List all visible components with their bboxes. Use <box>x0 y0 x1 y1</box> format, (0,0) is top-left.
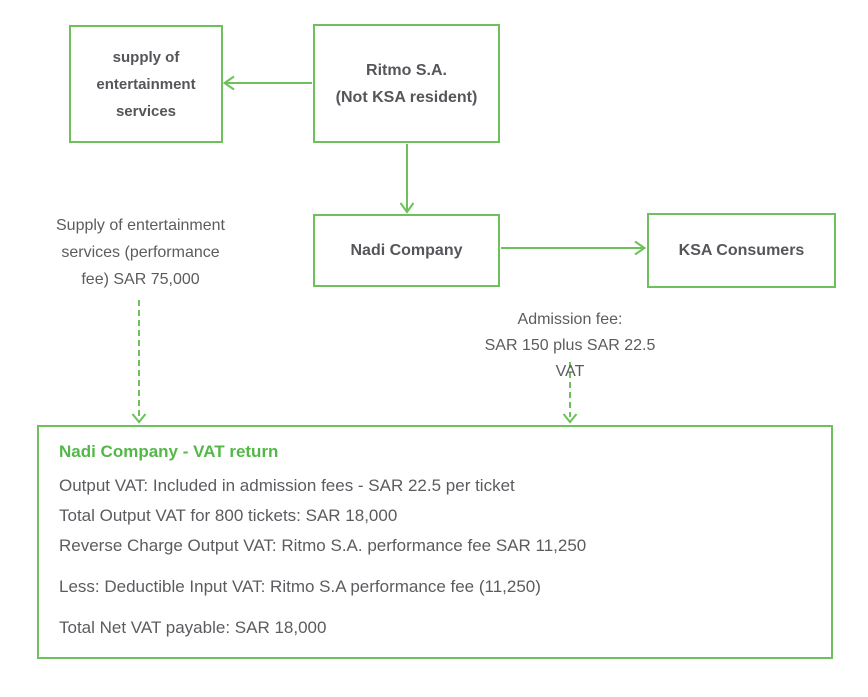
ritmo-residency-label: (Not KSA resident) <box>335 88 478 106</box>
vat-return-total-output-line: Total Output VAT for 800 tickets: SAR 18… <box>59 506 398 525</box>
performance-fee-line: services (performance <box>61 244 220 261</box>
nadi-company-box: Nadi Company <box>313 214 500 287</box>
arrow-ritmo-to-nadi-icon <box>399 144 415 214</box>
arrow-ritmo-to-supply-icon <box>222 75 312 91</box>
vat-return-output-vat-line: Output VAT: Included in admission fees -… <box>59 476 515 495</box>
dashed-arrow-performance-fee-icon <box>131 300 147 424</box>
admission-fee-line: VAT <box>555 363 585 380</box>
performance-fee-line: fee) SAR 75,000 <box>81 271 200 288</box>
vat-return-title: Nadi Company - VAT return <box>59 442 279 461</box>
supply-services-label: services <box>115 102 177 120</box>
vat-return-deductible-input-line: Less: Deductible Input VAT: Ritmo S.A pe… <box>59 577 541 596</box>
admission-fee-annotation: Admission fee: SAR 150 plus SAR 22.5 VAT <box>475 307 665 385</box>
ritmo-box: Ritmo S.A. (Not KSA resident) <box>313 24 500 143</box>
ksa-consumers-label: KSA Consumers <box>678 241 805 259</box>
supply-services-label: entertainment <box>96 75 196 93</box>
ksa-consumers-box: KSA Consumers <box>647 213 836 288</box>
supply-services-box: supply of entertainment services <box>69 25 223 143</box>
vat-return-net-payable-line: Total Net VAT payable: SAR 18,000 <box>59 618 327 637</box>
nadi-company-label: Nadi Company <box>350 241 463 259</box>
arrow-nadi-to-ksa-icon <box>501 240 647 256</box>
vat-return-box: Nadi Company - VAT return Output VAT: In… <box>37 425 833 659</box>
admission-fee-line: SAR 150 plus SAR 22.5 <box>484 337 656 354</box>
performance-fee-line: Supply of entertainment <box>56 217 225 234</box>
ritmo-name-label: Ritmo S.A. <box>366 61 447 79</box>
supply-services-label: supply of <box>112 48 180 66</box>
admission-fee-line: Admission fee: <box>517 311 623 328</box>
performance-fee-annotation: Supply of entertainment services (perfor… <box>38 212 243 293</box>
vat-return-reverse-charge-line: Reverse Charge Output VAT: Ritmo S.A. pe… <box>59 536 587 555</box>
